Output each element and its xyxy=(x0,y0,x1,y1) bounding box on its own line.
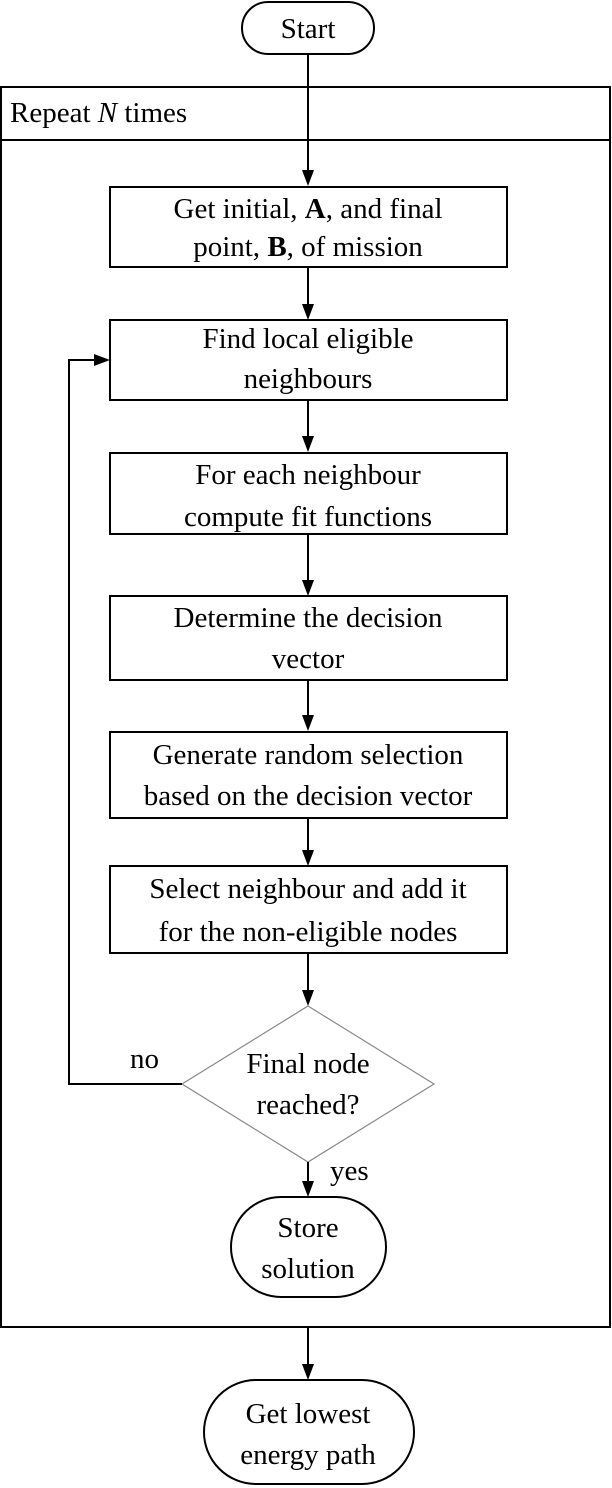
step2-line2: neighbours xyxy=(244,363,373,395)
decision-line2: reached? xyxy=(256,1089,359,1121)
step-decision-vector: Determine the decision vector xyxy=(109,595,508,681)
step5-line1: Generate random selection xyxy=(153,739,464,771)
end-line2: energy path xyxy=(240,1439,376,1471)
end-line1: Get lowest xyxy=(246,1398,371,1430)
start-node: Start xyxy=(241,1,375,55)
step6-line2: for the non-eligible nodes xyxy=(159,916,458,948)
store-line2: solution xyxy=(261,1253,355,1285)
arrow-step6-to-decision xyxy=(302,953,314,1006)
arrow-yes-to-store: yes xyxy=(302,1155,369,1197)
decision-line1: Final node xyxy=(246,1048,369,1080)
step4-line1: Determine the decision xyxy=(174,602,443,634)
step1-line2: point, B, of mission xyxy=(193,231,423,263)
arrow-frame-to-end xyxy=(302,1327,314,1380)
step3-line1: For each neighbour xyxy=(195,459,421,491)
step6-line1: Select neighbour and add it xyxy=(149,873,466,905)
step-select-neighbour: Select neighbour and add it for the non-… xyxy=(109,865,508,954)
arrow-no-loop-back: no xyxy=(68,354,182,1085)
store-line1: Store xyxy=(277,1212,338,1244)
step-random-selection: Generate random selection based on the d… xyxy=(109,731,508,819)
branch-no-label: no xyxy=(130,1043,159,1075)
store-solution-node: Store solution xyxy=(230,1196,387,1298)
loop-frame: Repeat N times xyxy=(0,86,611,1328)
arrow-start-to-step1 xyxy=(302,54,314,186)
decision-final-node: Final node reached? xyxy=(180,1005,436,1163)
step-find-neighbours: Find local eligible neighbours xyxy=(109,319,508,401)
arrow-step1-to-step2 xyxy=(302,267,314,320)
arrow-step5-to-step6 xyxy=(302,818,314,866)
step3-line2: compute fit functions xyxy=(184,501,432,533)
step-compute-fit: For each neighbour compute fit functions xyxy=(109,452,508,535)
step-get-points: Get initial, A, and final point, B, of m… xyxy=(109,186,508,268)
branch-yes-label: yes xyxy=(330,1155,369,1187)
step1-line1: Get initial, A, and final xyxy=(174,193,443,225)
arrow-step4-to-step5 xyxy=(302,680,314,731)
end-node: Get lowest energy path xyxy=(203,1379,415,1485)
arrow-step2-to-step3 xyxy=(302,400,314,452)
step2-line1: Find local eligible xyxy=(202,323,413,355)
loop-label: Repeat N times xyxy=(10,97,187,129)
arrow-step3-to-step4 xyxy=(302,534,314,596)
start-label: Start xyxy=(281,13,336,45)
step5-line2: based on the decision vector xyxy=(144,780,473,812)
step4-line2: vector xyxy=(272,643,345,675)
